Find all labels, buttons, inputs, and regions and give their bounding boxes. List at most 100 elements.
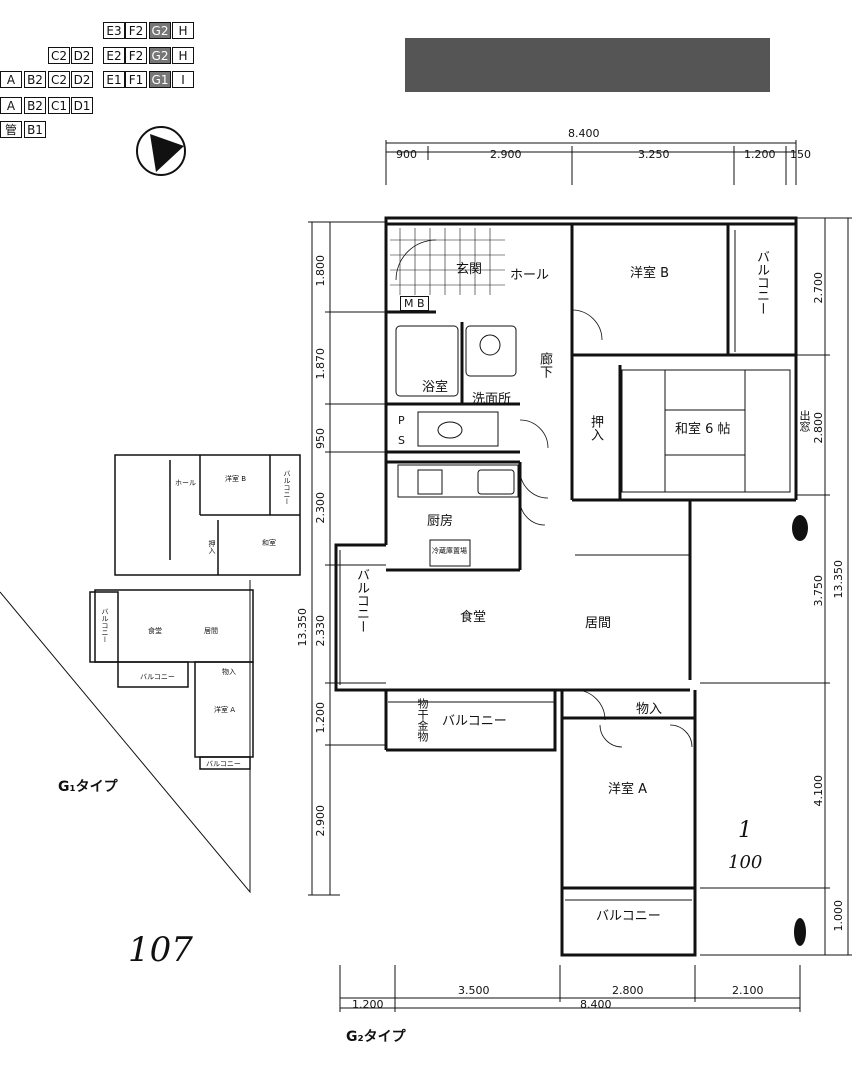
- unit-key-cell: E1: [103, 71, 125, 88]
- unit-key-cell: I: [172, 71, 194, 88]
- dim-top-seg: 900: [396, 148, 417, 161]
- left-dimension-lines: [308, 221, 386, 896]
- unit-key-cell-highlight: G1: [149, 71, 171, 88]
- dim-top-seg: 150: [790, 148, 811, 161]
- room-yoshitsu-a: 洋室 A: [608, 782, 648, 797]
- dim-right-seg: 3.750: [812, 575, 825, 607]
- genkan-tile-grid: [390, 228, 505, 295]
- dim-bottom-seg: 2.100: [732, 984, 764, 997]
- g1-room-balcony-bottom: バルコニー: [206, 760, 241, 768]
- room-cabinet: 冷蔵庫置場: [432, 547, 467, 555]
- unit-key-cell: F1: [125, 71, 147, 88]
- unit-key-cell-highlight: G2: [149, 22, 171, 39]
- room-balcony-s: バルコニー: [442, 714, 507, 729]
- right-dimension-lines: [700, 217, 852, 956]
- room-rouka: 廊下: [537, 352, 552, 378]
- north-arrow-icon: [136, 126, 186, 176]
- unit-key-cell: F2: [125, 22, 147, 39]
- dim-top-seg: 1.200: [744, 148, 776, 161]
- dim-top-seg: 2.900: [490, 148, 522, 161]
- room-yokushitsu: 浴室: [422, 380, 449, 395]
- g2-walls: [334, 216, 798, 957]
- kitchen-fixtures: [397, 464, 519, 567]
- unit-key-cell: E2: [103, 47, 125, 64]
- g1-room-hall: ホール: [175, 479, 196, 487]
- room-mono-ire: 物入: [636, 702, 663, 717]
- unit-key-cell: A: [0, 97, 22, 114]
- room-chubo: 厨房: [427, 514, 454, 529]
- dim-left-seg: 1.800: [314, 255, 327, 287]
- room-balcony-ne: バルコニー: [754, 250, 769, 315]
- unit-key-cell: E3: [103, 22, 125, 39]
- unit-key-cell: D1: [71, 97, 93, 114]
- dim-right-seg: 2.700: [812, 272, 825, 304]
- dim-left-seg: 2.330: [314, 615, 327, 647]
- unit-key-cell: 管: [0, 121, 22, 138]
- unit-key-cell: D2: [71, 71, 93, 88]
- room-senmenjo: 洗面所: [472, 392, 512, 407]
- dim-left-seg: 2.900: [314, 805, 327, 837]
- caption-g1-type: G₁タイプ: [58, 779, 118, 795]
- room-demado: 出窓: [798, 410, 811, 432]
- room-monohoshi: 物干金物: [416, 698, 429, 742]
- dim-right-seg: 1.000: [832, 900, 845, 932]
- dim-left-seg: 950: [314, 428, 327, 449]
- bottom-dimension-lines: [339, 965, 801, 1012]
- room-genkan: 玄関: [456, 262, 483, 277]
- dim-left-seg: 1.200: [314, 702, 327, 734]
- g1-room-ima: 居間: [204, 627, 218, 635]
- handwritten-scale-num: 1: [738, 818, 752, 843]
- dim-left-total: 13.350: [296, 608, 309, 647]
- room-ps-s: S: [398, 434, 405, 447]
- room-balcony-w: バルコニー: [354, 568, 369, 633]
- g1-room-balcony-w: バルコニー: [101, 608, 109, 643]
- room-yoshitsu-b: 洋室 B: [630, 266, 670, 281]
- dim-right-total: 13.350: [832, 560, 845, 599]
- unit-key-cell: D2: [71, 47, 93, 64]
- unit-key-cell: F2: [125, 47, 147, 64]
- g1-small-plan: [0, 454, 301, 894]
- unit-key-cell: B2: [24, 97, 46, 114]
- dim-bottom-total: 8.400: [580, 998, 612, 1011]
- g1-room-washitsu: 和室: [262, 539, 276, 547]
- room-mb: M B: [400, 296, 429, 311]
- g1-room-oshiire: 押入: [208, 540, 216, 554]
- room-hall: ホール: [510, 268, 550, 283]
- g1-room-yoshitsu-b: 洋室 B: [225, 475, 247, 483]
- unit-key-cell: C2: [48, 71, 70, 88]
- dim-bottom-left: 1.200: [352, 998, 384, 1011]
- room-ima: 居間: [585, 616, 612, 631]
- room-oshiire: 押入: [588, 415, 603, 441]
- handwritten-page-number: 107: [128, 930, 193, 970]
- redacted-bar: [405, 38, 770, 92]
- unit-key-cell: H: [172, 22, 194, 39]
- handwritten-scale-den: 100: [728, 852, 763, 873]
- unit-key-cell: C2: [48, 47, 70, 64]
- unit-key-cell: B1: [24, 121, 46, 138]
- g1-room-yoshitsu-a: 洋室 A: [214, 706, 236, 714]
- g1-room-shokudo: 食堂: [148, 627, 162, 635]
- unit-key-cell: H: [172, 47, 194, 64]
- room-shokudo: 食堂: [460, 610, 487, 625]
- room-washitsu: 和室 6 帖: [675, 422, 731, 437]
- dim-right-seg: 4.100: [812, 775, 825, 807]
- room-balcony-bottom: バルコニー: [596, 909, 661, 924]
- top-dimension-lines: [385, 140, 797, 185]
- side-marks: [792, 515, 808, 946]
- door-swings: [395, 239, 693, 748]
- caption-g2-type: G₂タイプ: [346, 1029, 406, 1045]
- g1-room-balcony-s: バルコニー: [140, 673, 175, 681]
- unit-key-cell-highlight: G2: [149, 47, 171, 64]
- g1-room-mono-ire: 物入: [222, 668, 236, 676]
- g1-room-balcony-n: バルコニー: [283, 470, 291, 505]
- unit-key-cell: B2: [24, 71, 46, 88]
- dim-right-seg: 2.800: [812, 412, 825, 444]
- room-ps-p: P: [398, 414, 405, 427]
- dim-left-seg: 2.300: [314, 492, 327, 524]
- dim-bottom-seg: 2.800: [612, 984, 644, 997]
- dim-bottom-seg: 3.500: [458, 984, 490, 997]
- bath-fixtures: [395, 325, 517, 447]
- dim-top-seg: 3.250: [638, 148, 670, 161]
- tatami-lines: [621, 369, 791, 493]
